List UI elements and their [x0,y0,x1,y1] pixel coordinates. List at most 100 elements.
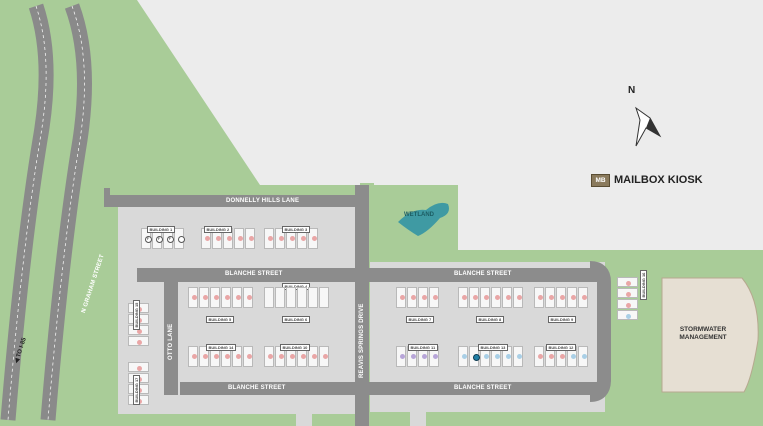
stormwater-label: STORMWATER MANAGEMENT [679,326,727,341]
lot-b7-4[interactable] [429,287,439,308]
lot-b12-5[interactable] [578,346,588,367]
lot-b8-1[interactable] [458,287,468,308]
lot-b8-4[interactable] [491,287,501,308]
lot-b13-2[interactable] [469,346,480,367]
lot-status-dot [548,353,554,359]
lot-b7-1[interactable] [396,287,406,308]
lot-status-dot [410,353,416,359]
lot-status-dot [494,294,500,300]
building-tag-b9: BUILDING 9 [548,316,576,323]
lot-b5-4[interactable] [221,287,231,308]
lot-status-dot [516,294,522,300]
lot-b10-5[interactable] [308,346,318,367]
lot-b14-2[interactable] [199,346,209,367]
lot-b2-4[interactable] [234,228,244,249]
building-tag-b8: BUILDING 8 [476,316,504,323]
lot-status-dot [289,353,295,359]
building-tag-b12: BUILDING 12 [546,344,576,351]
lot-b10-6[interactable] [319,346,329,367]
lot-status-dot [626,291,631,297]
lot-b5-5[interactable] [232,287,242,308]
lot-b8-6[interactable] [513,287,523,308]
lot-status-dot [191,353,197,359]
label-blanche-south-west: BLANCHE STREET [228,385,286,391]
road-reavis-springs [355,185,369,426]
lot-b3-1[interactable] [264,228,274,249]
lot-b6-1[interactable] [264,287,274,308]
lot-b14-6[interactable] [243,346,253,367]
lot-b10-1[interactable] [264,346,274,367]
lot-b1-1[interactable]: F [141,228,152,249]
lot-b5-1[interactable] [188,287,198,308]
lot-b9-3[interactable] [556,287,566,308]
lot-status-dot [432,294,438,300]
lot-status-dot [537,294,543,300]
lot-status-dot [300,235,306,241]
lot-b16-3[interactable] [617,299,638,309]
lot-status-dot [461,353,467,359]
lot-b2-5[interactable] [245,228,255,249]
lot-b6-6[interactable] [319,287,329,308]
lot-b8-2[interactable] [469,287,479,308]
mailbox-legend-label: MAILBOX KIOSK [614,174,703,186]
lot-b14-1[interactable] [188,346,198,367]
lot-b13-6[interactable] [513,346,523,367]
lot-b3-2[interactable] [275,228,285,249]
lot-b12-1[interactable] [534,346,544,367]
lot-b5-2[interactable] [199,287,209,308]
lot-b7-3[interactable] [418,287,428,308]
lot-status-dot [224,294,230,300]
lot-b11-1[interactable] [396,346,406,367]
lot-status-dot [311,235,317,241]
lot-status-dot [202,294,208,300]
lot-b16-1[interactable] [617,277,638,287]
building-tag-b16: BUILDING 16 [640,270,647,300]
lot-b9-2[interactable] [545,287,555,308]
lot-status-dot [626,280,631,286]
lot-b14-5[interactable] [232,346,242,367]
lot-b8-3[interactable] [480,287,490,308]
lot-b9-4[interactable] [567,287,577,308]
lot-b17-1[interactable] [128,362,149,372]
lot-status-dot [570,353,576,359]
lot-status-dot [246,294,252,300]
lot-b3-5[interactable] [308,228,318,249]
lot-b16-4[interactable] [617,310,638,320]
lot-status-dot [226,235,232,241]
lot-b9-1[interactable] [534,287,544,308]
lot-status-dot [581,353,587,359]
lot-b7-2[interactable] [407,287,417,308]
lot-status-dot [399,353,405,359]
label-blanche-north-west: BLANCHE STREET [225,271,283,277]
lot-b15-4[interactable] [128,336,149,346]
lot-status-dot [559,353,565,359]
lot-status-dot [494,353,500,359]
lot-b6-5[interactable] [308,287,318,308]
lot-b8-5[interactable] [502,287,512,308]
lot-b6-3[interactable] [286,287,296,308]
building-tag-b11: BUILDING 11 [408,344,438,351]
lot-status-dot [626,313,631,319]
lot-b13-1[interactable] [458,346,468,367]
lot-status-dot [505,353,511,359]
lot-b1-4[interactable] [174,228,185,249]
lot-status-dot [235,353,241,359]
building-tag-b17: BUILDING 17 [133,375,140,405]
lot-b5-3[interactable] [210,287,220,308]
lot-status-dot [278,353,284,359]
lot-status-dot [432,353,438,359]
lot-b6-4[interactable] [297,287,307,308]
lot-b9-5[interactable] [578,287,588,308]
lot-status-dot [570,294,576,300]
building-tag-b10: BUILDING 10 [280,344,310,351]
lot-b5-6[interactable] [243,287,253,308]
lot-status-dot [483,353,489,359]
lot-b1-2[interactable]: F [152,228,163,249]
lot-status-dot [202,353,208,359]
lot-status-dot [516,353,522,359]
lot-b6-2[interactable] [275,287,285,308]
mailbox-badge: MB [591,174,610,187]
lot-b16-2[interactable] [617,288,638,298]
lot-status-dot [626,302,631,308]
